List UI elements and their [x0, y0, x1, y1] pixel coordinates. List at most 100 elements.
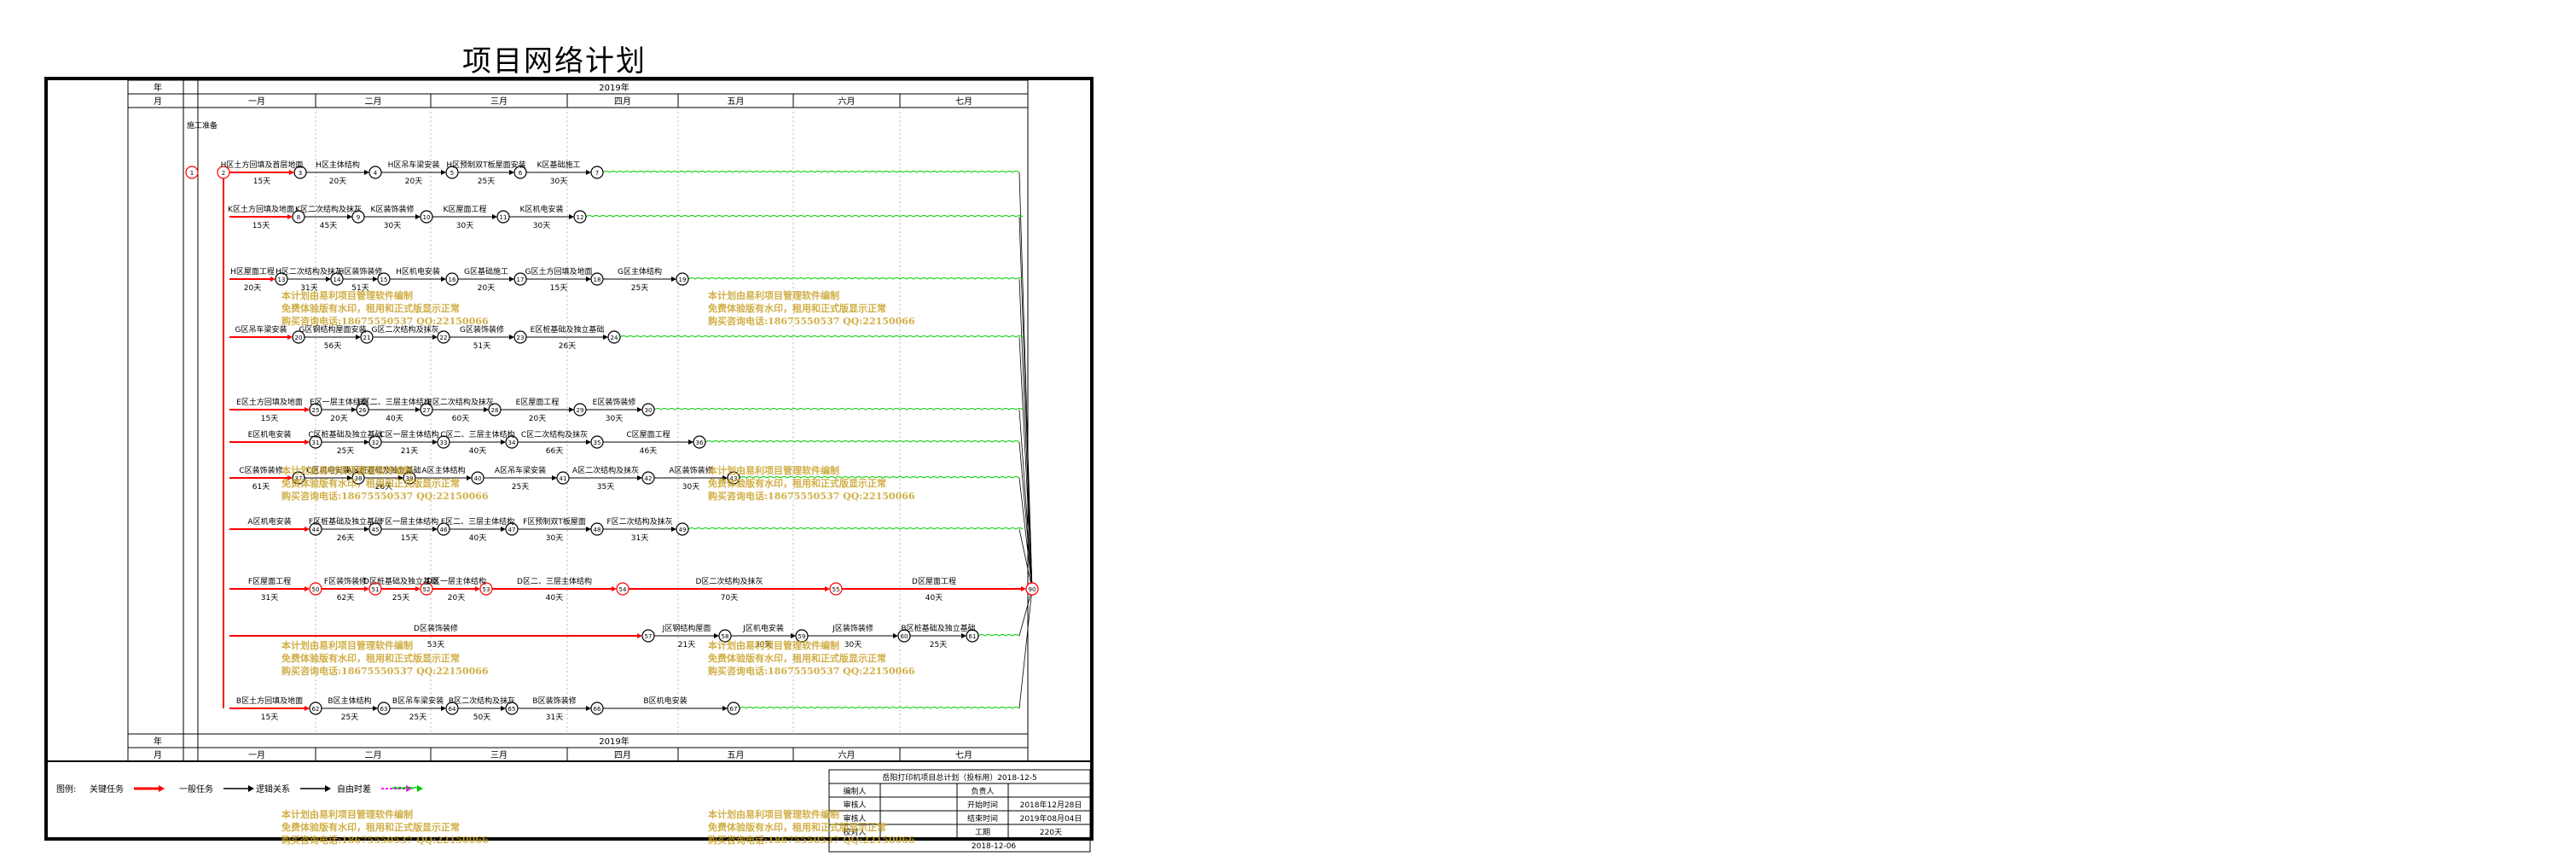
info-key: 校对人	[843, 827, 866, 837]
event-node-number: 42	[645, 475, 653, 482]
task-label: F区二、三层主体结构	[441, 516, 514, 527]
task-arrow-head	[961, 633, 966, 638]
watermark: 本计划由易利项目管理软件编制	[708, 639, 839, 651]
event-node-number: 49	[679, 527, 687, 533]
task-label: K区屋面工程	[444, 205, 487, 214]
task-duration: 30天	[550, 178, 567, 186]
task-label: A区二次结构及抹灰	[572, 465, 639, 475]
task-label: K区机电安装	[520, 204, 564, 214]
task-arrow-head	[569, 407, 574, 412]
event-node-number: 28	[491, 407, 499, 414]
month-2: 二月	[365, 96, 382, 107]
task-label: C区屋面工程	[626, 430, 670, 440]
event-node	[641, 471, 655, 485]
task-labels: 施工准备H区土方回填及首层地面15天H区主体结构20天H区吊车梁安装20天H区预…	[187, 120, 976, 722]
task-label: A区装饰装修	[669, 465, 712, 475]
task-label: H区主体结构	[316, 160, 360, 170]
event-node-number: 38	[355, 475, 363, 482]
event-node-number: 1	[190, 170, 194, 177]
event-node-number: 43	[730, 475, 738, 482]
event-node-number: 32	[372, 440, 380, 446]
task-label: A区桩基础及独立基础	[346, 465, 421, 475]
task-label: G区装饰装修	[460, 324, 504, 335]
task-arrow-head	[714, 633, 719, 638]
plan-date: 2018-12-06	[972, 842, 1017, 851]
task-duration: 62天	[337, 594, 354, 603]
event-node	[292, 330, 305, 344]
task-arrow-head	[637, 407, 642, 412]
event-node	[377, 272, 391, 286]
task-label: D区二、三层主体结构	[517, 576, 592, 586]
task-duration: 40天	[469, 447, 486, 456]
watermark: 购买咨询电话:18675550537 QQ:22150066	[708, 665, 915, 677]
task-duration: 31天	[546, 713, 563, 722]
event-node	[403, 471, 416, 485]
event-node	[829, 582, 843, 596]
info-key: 开始时间	[967, 800, 998, 810]
task-arrow-head	[475, 586, 480, 591]
watermark: 购买咨询电话:18675550537 QQ:22150066	[708, 490, 915, 502]
task-label: D区一层主体结构	[426, 576, 486, 586]
task-duration: 30天	[456, 222, 473, 230]
legend: 图例:关键任务一般任务逻辑关系自由时差	[56, 783, 423, 795]
event-node-number: 10	[423, 214, 431, 221]
event-node-number: 13	[278, 277, 286, 283]
event-node-number: 15	[380, 277, 388, 283]
legend-arrowhead	[406, 785, 412, 792]
event-node	[356, 403, 369, 416]
task-duration: 20天	[405, 178, 422, 186]
event-node-number: 18	[594, 277, 601, 283]
event-node	[437, 330, 450, 344]
watermark: 免费体验版有水印，租用和正式版显示正常	[281, 652, 460, 664]
task-label: A区机电安装	[247, 516, 291, 527]
event-node-number: 63	[380, 706, 388, 713]
event-node-number: 62	[312, 706, 320, 713]
event-node	[590, 435, 604, 449]
event-node	[330, 272, 344, 286]
free-float	[739, 707, 1020, 709]
month-3: 三月	[490, 96, 508, 107]
event-node	[292, 471, 305, 485]
task-duration: 51天	[473, 342, 490, 351]
task-arrow-head	[484, 407, 489, 412]
year-value: 2019年	[599, 82, 629, 93]
task-label: F区一层主体结构	[380, 516, 438, 527]
task-label: F区预制双T板屋面	[523, 516, 586, 527]
event-node-number: 21	[363, 335, 371, 341]
task-arrow-head	[305, 407, 310, 412]
event-node	[437, 522, 450, 536]
event-node-number: 24	[611, 335, 618, 341]
event-node	[309, 582, 322, 596]
watermark: 免费体验版有水印，租用和正式版显示正常	[708, 302, 886, 314]
event-node-number: 53	[483, 586, 490, 593]
logic-arrow	[1018, 441, 1033, 590]
event-node-number: 33	[440, 440, 448, 446]
event-node-number: 26	[359, 407, 367, 414]
event-node-number: 51	[372, 586, 380, 593]
month-5: 五月	[728, 750, 745, 760]
free-float	[602, 171, 1020, 173]
task-arrow-head	[441, 706, 446, 711]
watermark: 本计划由易利项目管理软件编制	[708, 464, 839, 476]
event-node-number: 23	[517, 335, 525, 341]
free-float	[705, 440, 1020, 443]
task-arrow-head	[305, 527, 310, 532]
event-node-number: 48	[594, 527, 601, 533]
task-label: B区主体结构	[328, 696, 371, 706]
task-arrow-head	[287, 475, 293, 480]
event-node	[641, 403, 655, 416]
task-duration: 30天	[755, 641, 772, 649]
event-node-number: 67	[730, 706, 738, 713]
task-arrow-head	[415, 214, 421, 219]
event-node-number: 90	[1029, 586, 1036, 593]
task-arrow-head	[347, 475, 352, 480]
event-node	[309, 435, 322, 449]
info-value: 220天	[1040, 829, 1062, 837]
task-arrow-head	[509, 170, 514, 175]
task-label: C区桩基础及独立基础	[308, 429, 382, 440]
event-node	[420, 210, 433, 224]
task-label: C区装饰装修	[239, 465, 282, 475]
task-arrow-head	[364, 586, 369, 591]
watermark: 免费体验版有水印，租用和正式版显示正常	[281, 477, 460, 489]
task-duration: 66天	[546, 447, 563, 456]
